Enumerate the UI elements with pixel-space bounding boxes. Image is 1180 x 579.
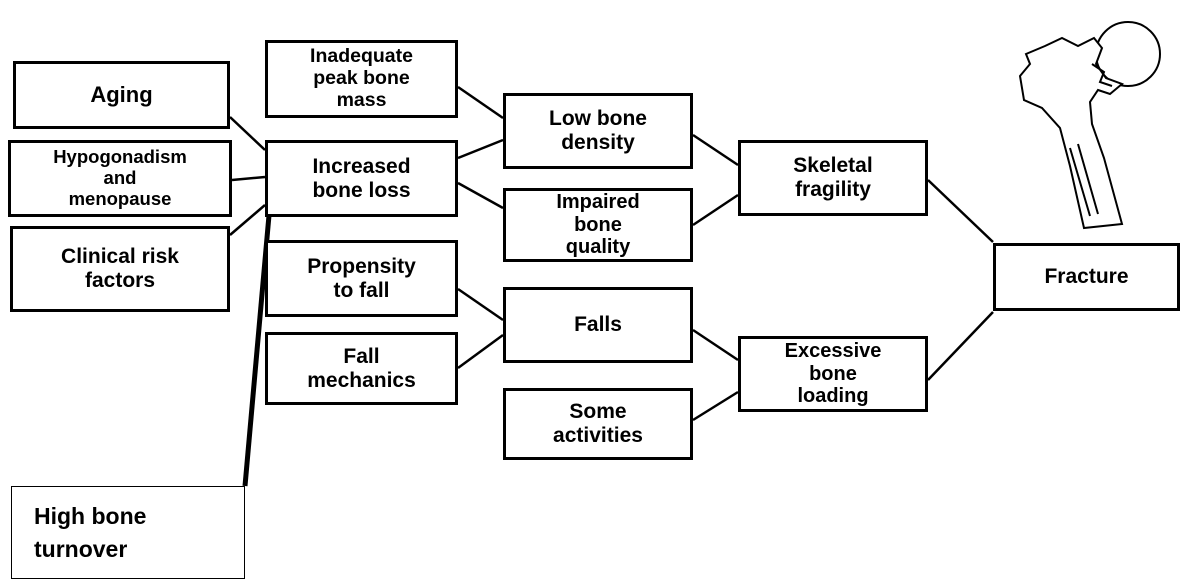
- node-fall-mechanics: Fall mechanics: [265, 332, 458, 405]
- node-low-bone-density: Low bone density: [503, 93, 693, 169]
- edge-loading-to-fracture: [928, 312, 993, 380]
- femur-hip-icon: [1000, 16, 1180, 236]
- node-skeletal-fragility: Skeletal fragility: [738, 140, 928, 216]
- edge-falls-to-loading: [693, 330, 738, 360]
- node-some-activities: Some activities: [503, 388, 693, 460]
- node-falls: Falls: [503, 287, 693, 363]
- edge-loss-to-density: [458, 140, 503, 158]
- node-excessive-bone-loading: Excessive bone loading: [738, 336, 928, 412]
- edge-propensity-to-falls: [458, 289, 503, 320]
- edge-mechanics-to-falls: [458, 335, 503, 368]
- edge-peak-to-density: [458, 87, 503, 118]
- edge-loss-to-quality: [458, 183, 503, 208]
- node-fracture: Fracture: [993, 243, 1180, 311]
- node-aging: Aging: [13, 61, 230, 129]
- edge-quality-to-fragility: [693, 195, 738, 225]
- node-high-bone-turnover: High bone turnover: [11, 486, 245, 579]
- node-inadequate-peak-bone-mass: Inadequate peak bone mass: [265, 40, 458, 118]
- node-impaired-bone-quality: Impaired bone quality: [503, 188, 693, 262]
- edge-hypogonadism-to-bone-loss: [232, 177, 265, 180]
- node-propensity-to-fall: Propensity to fall: [265, 240, 458, 317]
- node-hypogonadism: Hypogonadism and menopause: [8, 140, 232, 217]
- edge-density-to-fragility: [693, 135, 738, 165]
- node-increased-bone-loss: Increased bone loss: [265, 140, 458, 217]
- edge-aging-to-bone-loss: [230, 117, 265, 150]
- edge-activities-to-loading: [693, 392, 738, 420]
- node-clinical-risk-factors: Clinical risk factors: [10, 226, 230, 312]
- edge-risk-to-bone-loss: [230, 205, 265, 235]
- edge-fragility-to-fracture: [928, 180, 993, 242]
